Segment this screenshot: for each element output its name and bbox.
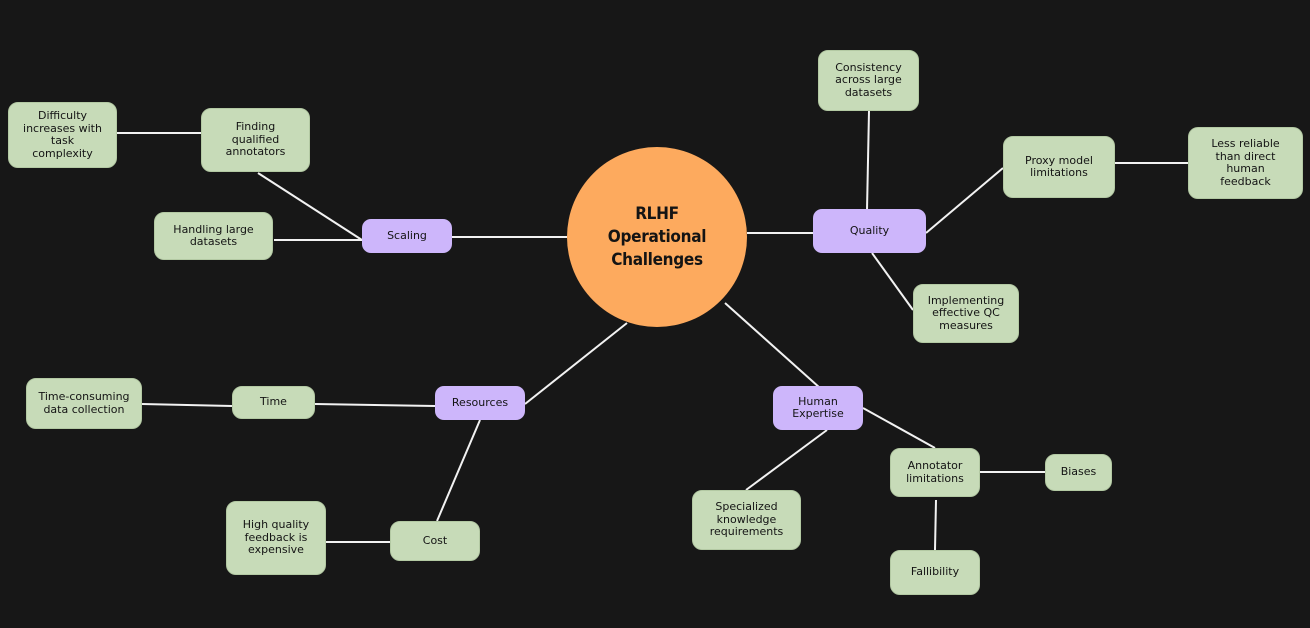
edge-annotator-fallibility: [934, 499, 937, 551]
node-implementing-qc[interactable]: Implementing effective QC measures: [913, 284, 1019, 343]
edge-quality-consistency: [866, 110, 870, 211]
branch-quality[interactable]: Quality: [813, 209, 926, 253]
node-less-reliable[interactable]: Less reliable than direct human feedback: [1188, 127, 1303, 199]
edge-resources-cost: [436, 419, 481, 522]
node-fallibility[interactable]: Fallibility: [890, 550, 980, 595]
edge-resources-time: [314, 403, 436, 407]
node-finding-annotators[interactable]: Finding qualified annotators: [201, 108, 310, 172]
branch-scaling[interactable]: Scaling: [362, 219, 452, 253]
edge-time-timeconsuming: [141, 403, 233, 407]
edge-center-resources: [524, 322, 628, 405]
node-handling-datasets[interactable]: Handling large datasets: [154, 212, 273, 260]
center-node[interactable]: RLHF Operational Challenges: [567, 147, 747, 327]
node-annotator-limitations[interactable]: Annotator limitations: [890, 448, 980, 497]
node-consistency[interactable]: Consistency across large datasets: [818, 50, 919, 111]
node-time-consuming[interactable]: Time-consuming data collection: [26, 378, 142, 429]
edge-quality-proxy: [925, 167, 1004, 234]
node-time[interactable]: Time: [232, 386, 315, 419]
edge-quality-qc: [871, 252, 914, 311]
node-cost[interactable]: Cost: [390, 521, 480, 561]
node-difficulty-complexity[interactable]: Difficulty increases with task complexit…: [8, 102, 117, 168]
edge-expertise-annotator: [862, 407, 936, 449]
branch-human-expertise[interactable]: Human Expertise: [773, 386, 863, 430]
edge-expertise-specialized: [745, 429, 828, 491]
node-proxy-model[interactable]: Proxy model limitations: [1003, 136, 1115, 198]
node-specialized-knowledge[interactable]: Specialized knowledge requirements: [692, 490, 801, 550]
edge-scaling-finding: [257, 172, 363, 241]
edge-center-human-expertise: [724, 302, 821, 389]
branch-resources[interactable]: Resources: [435, 386, 525, 420]
node-high-quality-expensive[interactable]: High quality feedback is expensive: [226, 501, 326, 575]
node-biases[interactable]: Biases: [1045, 454, 1112, 491]
